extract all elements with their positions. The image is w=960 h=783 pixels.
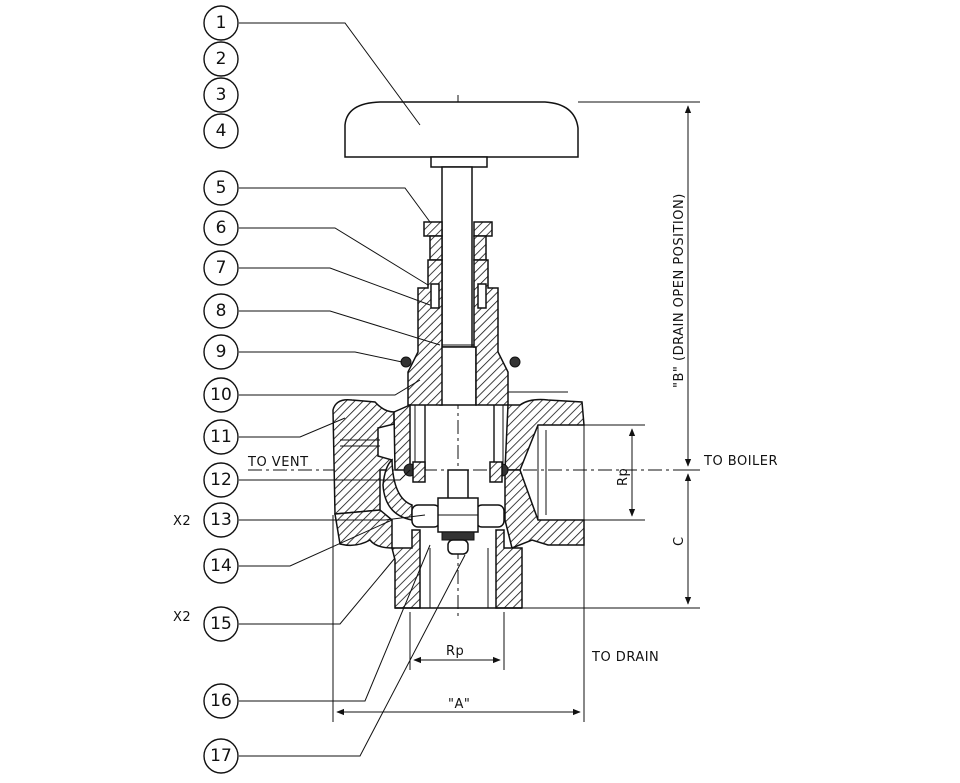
balloon-7: 7	[203, 250, 239, 286]
balloon-15: 15	[203, 606, 239, 642]
dim-c-label: C	[672, 536, 687, 546]
bonnet-right	[473, 259, 568, 406]
svg-text:8: 8	[216, 301, 227, 321]
annotations: X2 X2 TO VENT TO BOILER TO DRAIN Rp "A" …	[173, 193, 778, 712]
svg-text:12: 12	[210, 470, 232, 490]
balloon-13: 13	[203, 502, 239, 538]
svg-text:16: 16	[210, 691, 232, 711]
to-boiler-label: TO BOILER	[703, 454, 778, 469]
balloon-3: 3	[203, 77, 239, 113]
svg-text:13: 13	[210, 510, 232, 530]
to-drain-label: TO DRAIN	[591, 650, 659, 665]
rp-side-label: Rp	[616, 468, 631, 486]
svg-text:2: 2	[216, 49, 227, 69]
svg-text:7: 7	[216, 258, 227, 278]
to-vent-label: TO VENT	[247, 455, 309, 470]
svg-text:3: 3	[216, 85, 227, 105]
valve-stem	[439, 166, 477, 406]
balloon-17: 17	[203, 738, 239, 774]
svg-text:5: 5	[216, 178, 227, 198]
balloon-2: 2	[203, 41, 239, 77]
balloon-10: 10	[203, 377, 239, 413]
rp-bottom-label: Rp	[446, 644, 464, 659]
svg-text:4: 4	[216, 121, 227, 141]
balloon-14: 14	[203, 548, 239, 584]
svg-text:9: 9	[216, 342, 227, 362]
multiplier-15: X2	[173, 610, 191, 625]
balloon-4: 4	[203, 113, 239, 149]
boiler-port	[504, 398, 585, 550]
balloon-1: 1	[203, 5, 239, 41]
svg-text:1: 1	[216, 13, 227, 33]
balloon-11: 11	[203, 419, 239, 455]
dim-b-label: "B" (DRAIN OPEN POSITION)	[672, 193, 687, 388]
balloon-8: 8	[203, 293, 239, 329]
bonnet-left	[407, 259, 443, 406]
svg-text:17: 17	[210, 746, 232, 766]
part-balloons: 1 2 3 4 5 6 7 8 9 10 11 12 13 14 15 16 1…	[203, 5, 239, 774]
internal-guide	[414, 405, 504, 470]
svg-text:6: 6	[216, 218, 227, 238]
multiplier-13: X2	[173, 514, 191, 529]
dim-a-label: "A"	[448, 697, 470, 712]
seat	[403, 461, 509, 501]
svg-text:11: 11	[210, 427, 232, 447]
balloon-5: 5	[203, 170, 239, 206]
handwheel	[344, 101, 579, 168]
svg-text:14: 14	[210, 556, 232, 576]
svg-text:15: 15	[210, 614, 232, 634]
balloon-6: 6	[203, 210, 239, 246]
balloon-12: 12	[203, 462, 239, 498]
leader-lines	[239, 22, 466, 757]
svg-text:10: 10	[210, 385, 232, 405]
balloon-9: 9	[203, 334, 239, 370]
balloon-16: 16	[203, 683, 239, 719]
dimensions	[332, 101, 700, 722]
washers	[411, 497, 505, 555]
